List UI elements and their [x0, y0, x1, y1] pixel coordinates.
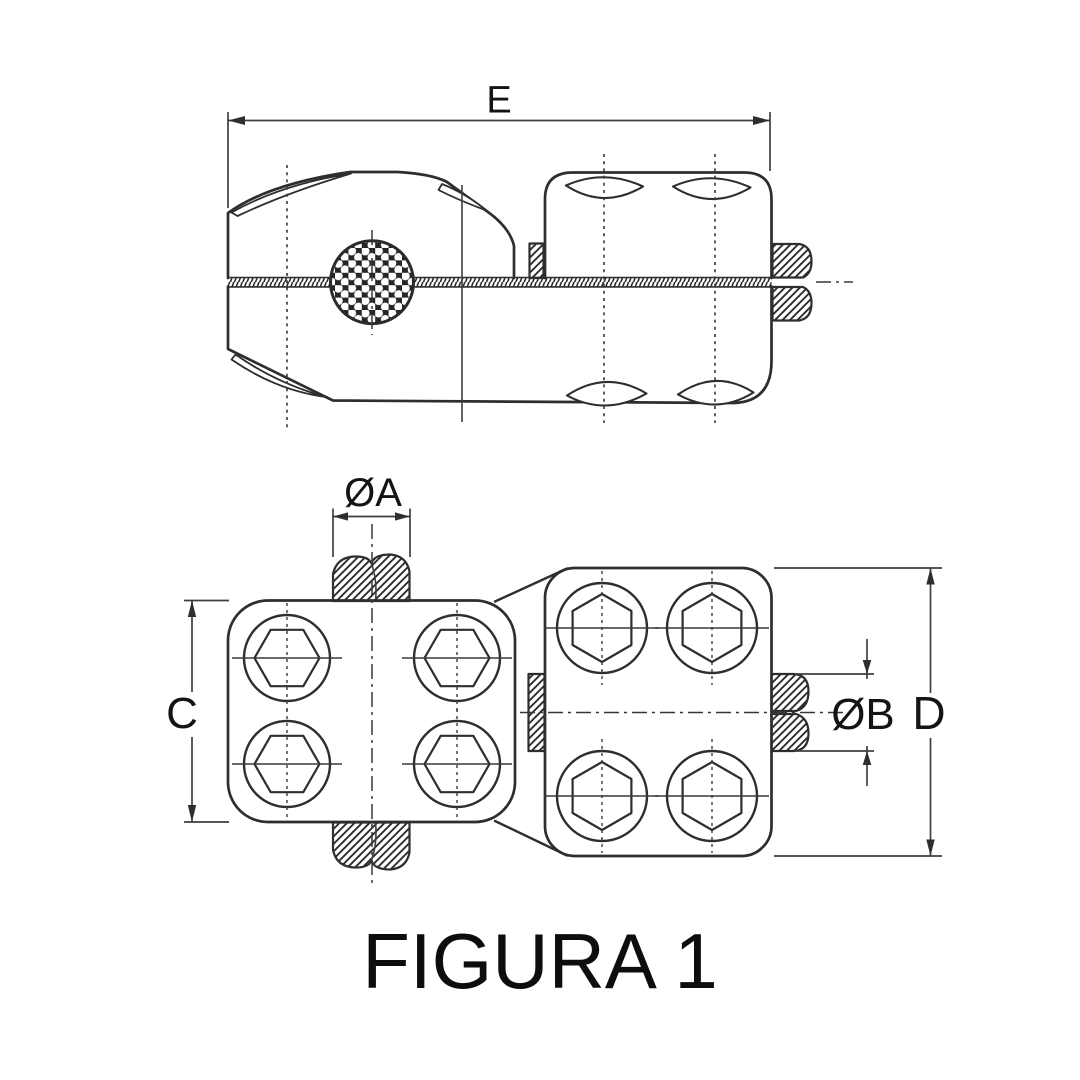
dimension-A: ØA	[332, 471, 411, 557]
chamfer-facet	[230, 353, 327, 398]
arrowhead	[862, 660, 872, 674]
front-view: ØA	[161, 471, 952, 888]
arrowhead	[333, 512, 348, 521]
lower-jaw-outline	[226, 285, 773, 405]
arrowhead	[753, 116, 770, 125]
hex-bolt	[402, 709, 512, 819]
left-cap-side-view	[226, 170, 516, 280]
dim-label-C: C	[166, 689, 198, 738]
top-slot	[671, 177, 752, 201]
arrowhead	[862, 751, 872, 765]
label-backing	[161, 692, 204, 737]
gap-bolt-section	[528, 242, 545, 280]
dim-label-B: ØB	[831, 690, 895, 739]
hex-bolt	[655, 571, 769, 685]
dim-label-D: D	[912, 687, 945, 739]
dimension-C: C	[161, 599, 229, 823]
parting-band-hatch	[228, 277, 772, 287]
hex-bolt	[232, 603, 342, 713]
hex-bolt	[545, 739, 659, 853]
chamfer-facet	[230, 172, 352, 217]
dim-label-A: ØA	[344, 471, 402, 515]
dim-label-E: E	[486, 80, 511, 122]
label-backing	[908, 693, 952, 738]
hex-bolt	[545, 571, 659, 685]
bottom-slot	[565, 380, 648, 407]
conductor-cross-section	[329, 230, 415, 335]
arrowhead	[228, 116, 245, 125]
left-cap-outline	[226, 170, 516, 280]
bolt-end-upper	[771, 242, 813, 279]
dimension-E: E	[227, 80, 771, 208]
dimension-B: ØB	[795, 639, 895, 786]
bolt-end-lower	[770, 712, 810, 753]
arrowhead	[395, 512, 410, 521]
dimension-D: D	[774, 567, 952, 857]
strand-edge	[370, 822, 377, 861]
figure-caption: FIGURA 1	[362, 917, 717, 1005]
bolt-end-side-view	[771, 242, 853, 322]
bolt-end-lower	[771, 285, 813, 322]
arrowhead	[187, 600, 197, 617]
top-slot	[564, 176, 645, 200]
top-view: E	[226, 80, 853, 428]
bolt-end-front-view	[770, 672, 810, 753]
hex-bolt	[232, 709, 342, 819]
arrowhead	[926, 568, 935, 585]
arrowhead	[187, 805, 197, 822]
hex-bolt	[402, 603, 512, 713]
arrowhead	[926, 839, 935, 856]
conductor-strands	[329, 239, 415, 326]
parting-band	[228, 276, 772, 288]
hex-bolt	[655, 739, 769, 853]
bolt-end-upper	[770, 672, 810, 713]
right-cap-outline	[543, 171, 773, 280]
right-cap-side-view	[543, 171, 773, 280]
